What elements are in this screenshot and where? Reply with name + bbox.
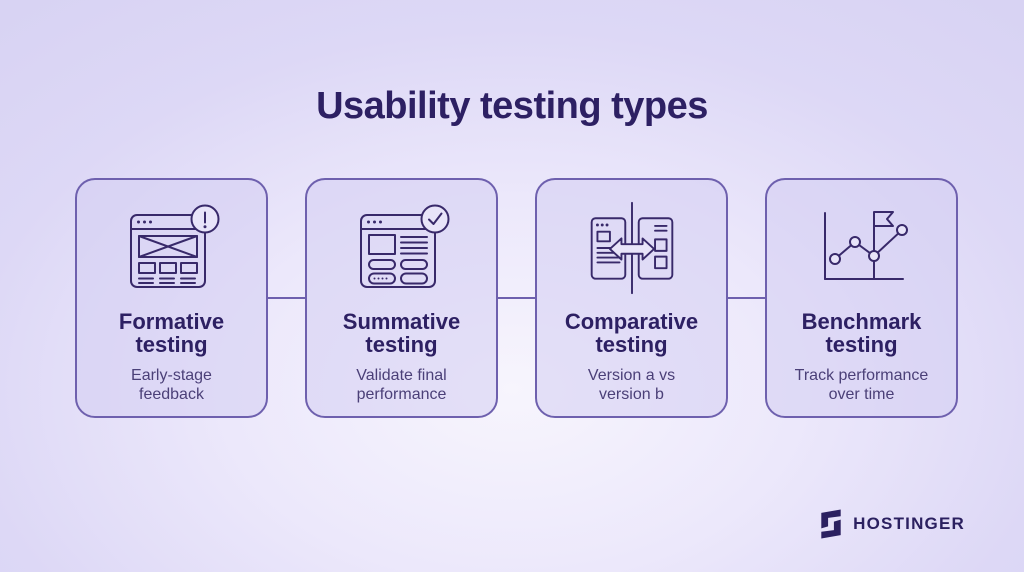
wireframe-alert-icon	[122, 200, 222, 296]
card-heading-line1: Summative	[342, 309, 461, 334]
card-heading-line2: testing	[825, 332, 898, 358]
card-subtitle-line1: Version a vs	[587, 366, 676, 384]
card-summative-testing: Summative testing Validate final perform…	[305, 178, 536, 418]
page-title: Usability testing types	[316, 85, 708, 128]
card-heading-line2: testing	[135, 332, 208, 358]
card-subtitle: Early-stage feedback	[131, 366, 212, 405]
cards-row: Formative testing Early-stage feedback	[75, 178, 958, 418]
hostinger-logo-icon	[818, 508, 844, 540]
card-subtitle-line1: Track performance	[794, 366, 929, 384]
hostinger-wordmark: HOSTINGER	[853, 514, 965, 533]
card-subtitle-line2: version b	[599, 386, 664, 404]
card-benchmark-testing: Benchmark testing Track performance over…	[765, 178, 958, 418]
ab-comparison-arrow-icon	[578, 200, 686, 296]
hostinger-logo: HOSTINGER	[818, 508, 965, 540]
card-subtitle-line1: Validate final	[356, 366, 447, 384]
card-heading-line1: Comparative	[564, 309, 699, 334]
card-heading: Benchmark testing	[802, 310, 922, 357]
card-subtitle-line2: performance	[356, 386, 447, 404]
card-subtitle: Validate final performance	[356, 366, 446, 405]
card-heading-line2: testing	[365, 332, 438, 358]
line-chart-flag-icon	[812, 200, 912, 296]
card-subtitle-line2: feedback	[139, 386, 204, 404]
card-heading: Formative testing	[119, 310, 224, 357]
card-heading: Comparative testing	[565, 310, 698, 357]
form-checkmark-icon	[352, 200, 452, 296]
card-heading-line1: Benchmark	[801, 309, 922, 334]
card-heading-line1: Formative	[118, 309, 225, 334]
card-subtitle: Version a vs version b	[588, 366, 675, 405]
card-formative-testing: Formative testing Early-stage feedback	[75, 178, 306, 418]
card-subtitle-line2: over time	[828, 386, 895, 404]
card-subtitle-line1: Early-stage	[131, 366, 212, 384]
card-subtitle: Track performance over time	[795, 366, 929, 405]
card-heading-line2: testing	[595, 332, 668, 358]
card-comparative-testing: Comparative testing Version a vs version…	[535, 178, 766, 418]
card-heading: Summative testing	[343, 310, 460, 357]
